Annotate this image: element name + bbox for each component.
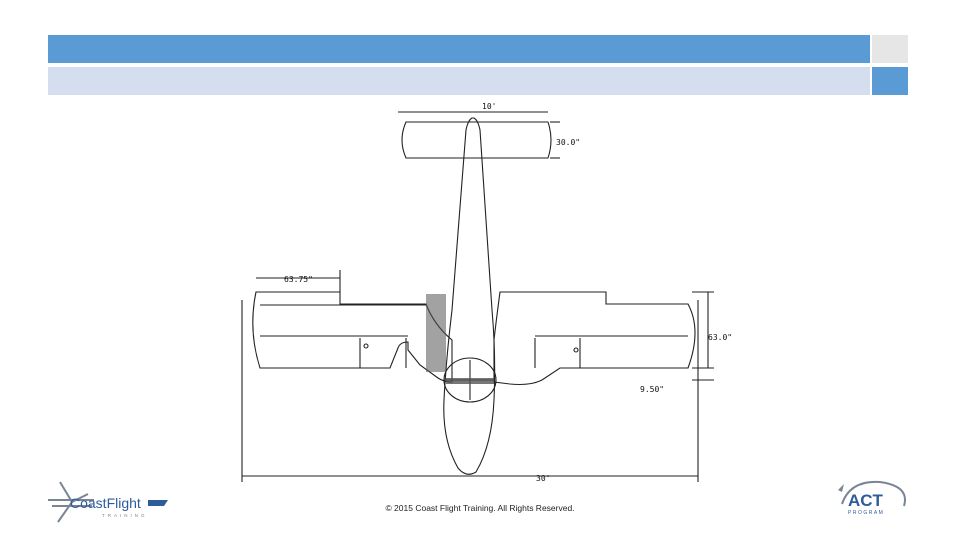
- svg-text:TRAINING: TRAINING: [102, 513, 148, 518]
- svg-text:CoastFlight: CoastFlight: [70, 495, 141, 511]
- header-bar-secondary: [48, 67, 870, 95]
- svg-text:ACT: ACT: [848, 491, 884, 510]
- dim-wing-span: 30': [536, 474, 550, 483]
- dim-tail-chord: 30.0": [556, 138, 580, 147]
- coast-flight-logo: CoastFlight TRAINING: [48, 481, 168, 523]
- aircraft-top-view-drawing: 10' 30.0" 63.75" 63.0" 9.50" 30': [241, 102, 732, 483]
- horizontal-stabilizer: [401, 121, 552, 159]
- header-bar-primary-tab: [872, 35, 908, 63]
- header-bar-secondary-tab: [872, 67, 908, 95]
- cockpit-hatch: [446, 378, 494, 384]
- copyright-footer: © 2015 Coast Flight Training. All Rights…: [385, 503, 575, 513]
- dim-tail-span: 10': [482, 102, 496, 111]
- wing-right: [493, 291, 696, 386]
- act-program-logo: ACT PROGRAM: [838, 480, 906, 516]
- dim-wing-chord: 63.0": [708, 333, 732, 342]
- header-bar-primary: [48, 35, 870, 63]
- dim-aileron-length: 63.75": [284, 275, 313, 284]
- fuselage: [443, 117, 496, 475]
- svg-text:PROGRAM: PROGRAM: [848, 510, 884, 516]
- flap-hatch-left: [426, 294, 446, 372]
- dim-wing-tip-offset: 9.50": [640, 385, 664, 394]
